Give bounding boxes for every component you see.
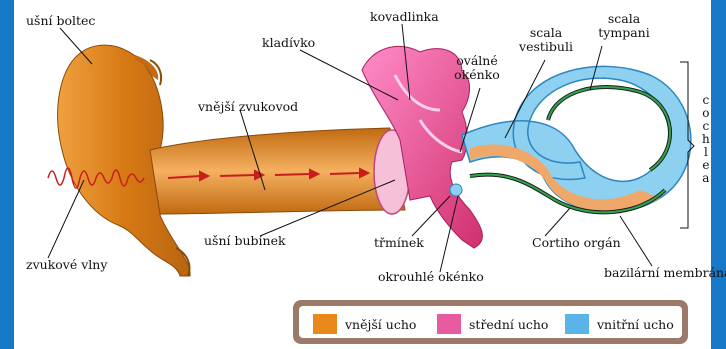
label-anvil: kovadlinka — [370, 10, 439, 24]
legend: vnější ucho střední ucho vnitřní ucho — [293, 300, 688, 344]
label-cochlea: c o c h l e a — [702, 94, 710, 185]
inner-ear-shape — [450, 66, 691, 212]
label-round-window: okrouhlé okénko — [378, 270, 484, 284]
label-sound-waves: zvukové vlny — [26, 258, 107, 272]
ear-canal-shape — [150, 128, 405, 214]
label-oval-window: oválné okénko — [452, 54, 502, 82]
legend-label: střední ucho — [469, 317, 548, 332]
cochlea-letter: a — [702, 172, 710, 185]
legend-swatch — [313, 314, 337, 334]
legend-swatch — [437, 314, 461, 334]
label-organ-of-corti: Cortiho orgán — [532, 236, 621, 250]
label-pinna: ušní boltec — [26, 14, 95, 28]
legend-label: vnitřní ucho — [597, 317, 674, 332]
label-eardrum: ušní bubínek — [204, 234, 286, 248]
label-ear-canal: vnější zvukovod — [198, 100, 298, 114]
legend-swatch — [565, 314, 589, 334]
label-stirrup: třmínek — [374, 236, 424, 250]
label-scala-vestibuli: scala vestibuli — [518, 26, 574, 54]
legend-label: vnější ucho — [345, 317, 416, 332]
label-scala-tympani: scala tympani — [594, 12, 654, 40]
label-hammer: kladívko — [262, 36, 315, 50]
legend-body: vnější ucho střední ucho vnitřní ucho — [299, 306, 682, 338]
label-basilar-membrane: bazilární membrána — [604, 266, 726, 280]
